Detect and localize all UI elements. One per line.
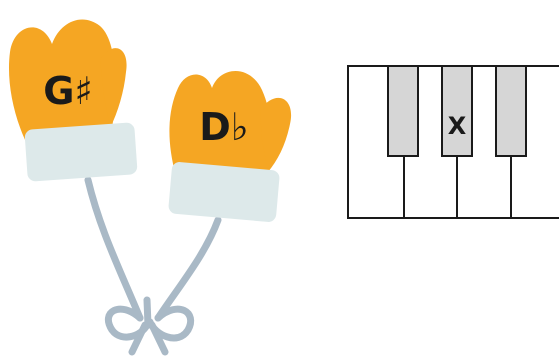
piano-keyboard: X: [348, 66, 559, 218]
left-mitten-note: G♯: [43, 69, 93, 113]
right-mitten-cuff: [168, 161, 280, 222]
black-key: [388, 66, 418, 156]
key-marker: X: [448, 112, 467, 140]
black-key-marked: [442, 66, 472, 156]
left-mitten: G♯: [9, 20, 138, 182]
left-mitten-cuff: [24, 122, 137, 182]
right-mitten-note: D♭: [199, 105, 248, 149]
right-mitten: D♭: [168, 71, 291, 223]
black-key: [496, 66, 526, 156]
